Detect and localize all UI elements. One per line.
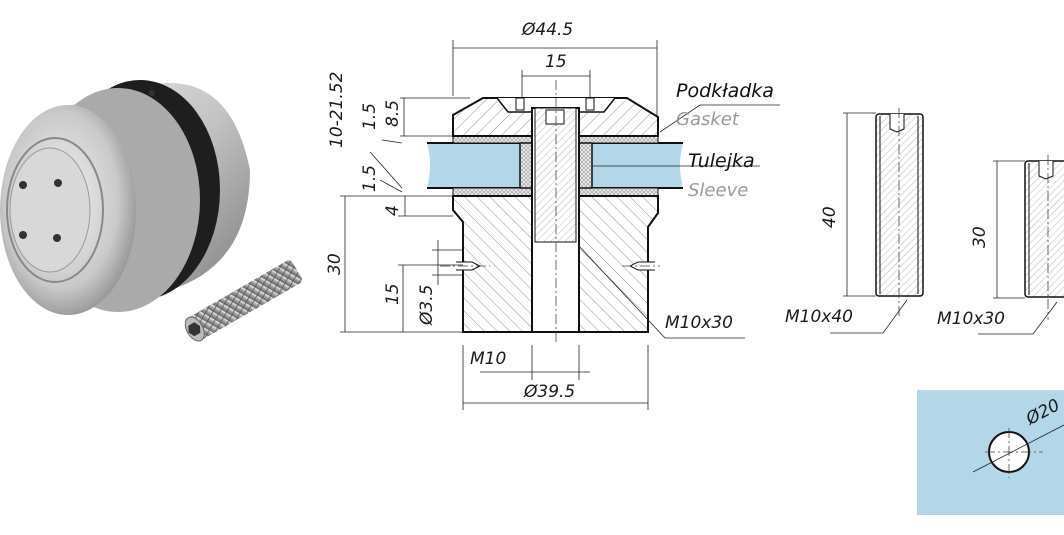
screw-callout: M10x30: [937, 309, 1005, 329]
dim-thread: M10: [470, 349, 506, 369]
fitting-section: [427, 80, 683, 342]
set-screw-photo: [184, 260, 302, 342]
dimension-texts: Ø44.5 15 10-21.52 1.5 8.5 1.5 4 30 15 Ø3…: [325, 20, 774, 402]
dim-bolt-head: 15: [545, 52, 567, 72]
glass-hole-detail: Ø20: [917, 390, 1064, 515]
dimension-lines: [340, 40, 780, 410]
screw-m10x30: 30 M10x30: [937, 155, 1064, 335]
glass-panel-left: [427, 143, 520, 188]
pin-hole-icon: [19, 181, 27, 189]
dim-glass-range: 10-21.52: [327, 72, 347, 148]
screw-m10x40: 40 M10x40: [785, 108, 924, 334]
screw-length: 30: [970, 226, 990, 248]
dim-hole-height: 15: [383, 283, 403, 305]
dim-bottom-diameter: Ø39.5: [523, 382, 575, 402]
dim-gasket-top: 1.5: [360, 103, 380, 130]
screw-callout: M10x40: [785, 307, 853, 327]
label-gasket-en: Gasket: [676, 109, 740, 130]
dim-body-height: 30: [325, 253, 345, 275]
label-sleeve-pl: Tulejka: [688, 150, 755, 172]
dim-top-diameter: Ø44.5: [521, 20, 573, 40]
dim-hole-diameter: Ø3.5: [417, 285, 437, 326]
product-photo: [0, 80, 302, 342]
label-sleeve-en: Sleeve: [688, 180, 748, 201]
dim-neck-height: 4: [383, 205, 403, 216]
dim-gasket-bottom: 1.5: [360, 165, 380, 192]
screw-length: 40: [820, 206, 840, 228]
dim-cap-height: 8.5: [383, 100, 403, 127]
label-gasket-pl: Podkładka: [676, 80, 774, 102]
dim-bolt-callout: M10x30: [665, 313, 733, 333]
glass-panel-right: [592, 143, 683, 188]
